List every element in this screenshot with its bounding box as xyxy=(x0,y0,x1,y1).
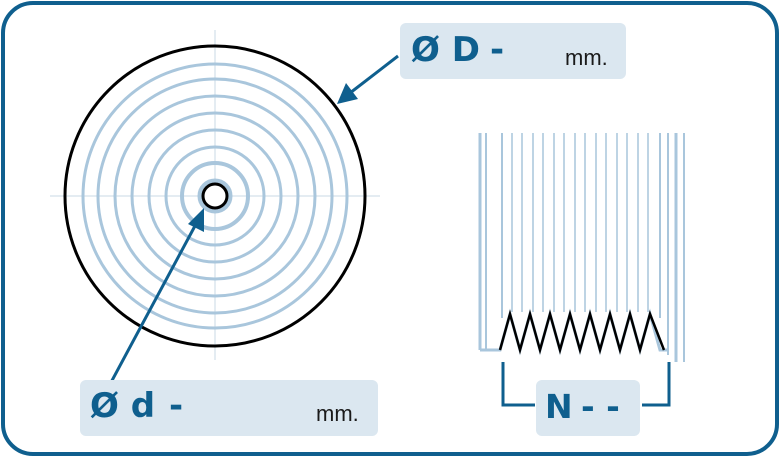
inner-diameter-unit: mm. xyxy=(316,401,359,426)
rib-count-dashes: - - xyxy=(581,387,620,426)
inner-diameter-symbol: Ø d xyxy=(90,386,156,426)
bore-circle xyxy=(201,182,229,210)
groove-ring-3 xyxy=(113,94,317,298)
pulley-side-view xyxy=(478,133,685,363)
rib-count-bracket-left xyxy=(501,362,535,407)
outer-diameter-unit: mm. xyxy=(565,45,608,70)
inner-diameter-label: Ø d - mm. xyxy=(80,380,378,436)
outer-diameter-arrowhead xyxy=(337,83,358,104)
groove-ring-1 xyxy=(81,62,349,330)
rib-count-label: N - - xyxy=(536,380,640,436)
pulley-front-view xyxy=(50,30,380,360)
groove-ring-4 xyxy=(130,111,300,281)
hub-ring xyxy=(180,161,250,231)
rib-count-symbol: N xyxy=(545,387,573,426)
rib-profile xyxy=(498,309,666,355)
groove-ring-2 xyxy=(96,77,334,315)
outer-diameter-label: Ø D - mm. xyxy=(400,23,626,79)
bore-ring xyxy=(197,178,233,214)
outer-circle xyxy=(63,44,367,348)
outer-diameter-symbol: Ø D xyxy=(411,30,480,70)
outer-diameter-dash: - xyxy=(490,30,505,70)
groove-ring-6 xyxy=(164,145,266,247)
inner-diameter-dash: - xyxy=(169,386,184,426)
rib-count-bracket-right xyxy=(642,362,671,407)
inner-diameter-leader xyxy=(106,223,198,389)
inner-diameter-arrowhead xyxy=(188,208,204,232)
outer-diameter-leader xyxy=(349,54,399,95)
groove-ring-5 xyxy=(147,128,283,264)
